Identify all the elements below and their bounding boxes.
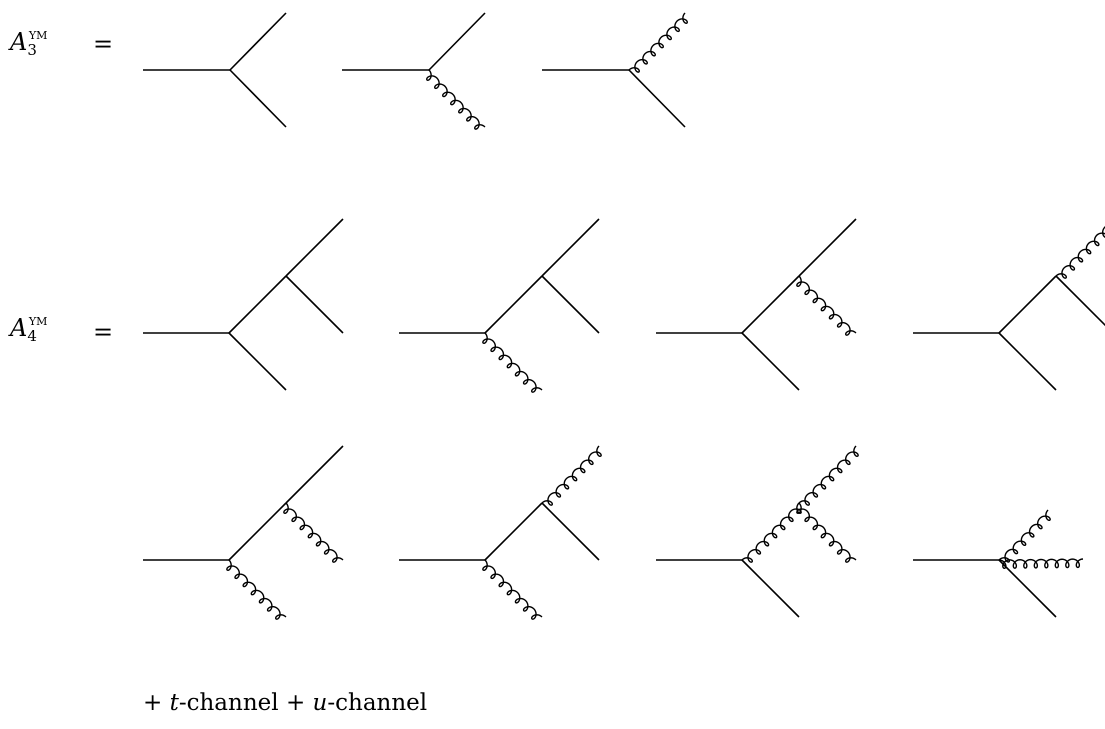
feynman-diagram bbox=[143, 218, 344, 391]
amplitude-subscript: 4 bbox=[27, 327, 37, 345]
scalar-line bbox=[428, 12, 486, 71]
t-channel-label: -channel bbox=[178, 690, 279, 716]
gluon-line bbox=[1055, 226, 1105, 279]
gluon-line bbox=[482, 559, 543, 620]
scalar-line bbox=[228, 502, 287, 561]
equation-label-a3: A3YM bbox=[10, 28, 47, 59]
scalar-line bbox=[229, 12, 287, 71]
feynman-diagram bbox=[342, 12, 486, 130]
scalar-line bbox=[484, 275, 543, 334]
plus-sign: + bbox=[285, 690, 306, 716]
gluon-line bbox=[426, 69, 486, 130]
scalar-line bbox=[541, 275, 600, 334]
scalar-line bbox=[285, 445, 344, 504]
scalar-line bbox=[229, 69, 287, 128]
amplitude-subscript: 3 bbox=[27, 41, 37, 59]
gluon-line bbox=[998, 509, 1051, 563]
gluon-line bbox=[796, 275, 857, 336]
scalar-line bbox=[484, 502, 543, 561]
amplitude-superscript: YM bbox=[28, 29, 48, 42]
gluon-line bbox=[541, 445, 602, 506]
scalar-line bbox=[285, 218, 344, 277]
feynman-diagram bbox=[656, 445, 859, 618]
equation-label-a4: A4YM bbox=[10, 314, 47, 345]
scalar-line bbox=[628, 69, 686, 128]
scalar-line bbox=[998, 275, 1057, 334]
amplitude-superscript: YM bbox=[28, 315, 48, 328]
scalar-line bbox=[798, 218, 857, 277]
gluon-line bbox=[741, 502, 802, 563]
feynman-diagram bbox=[143, 445, 344, 620]
footer-channels: + t-channel + u-channel bbox=[143, 690, 427, 716]
scalar-line bbox=[228, 332, 287, 391]
gluon-line bbox=[798, 445, 859, 506]
scalar-line bbox=[1055, 275, 1105, 327]
equals-sign: = bbox=[93, 30, 114, 58]
feynman-diagram bbox=[143, 12, 287, 128]
feynman-diagram bbox=[542, 12, 688, 128]
gluon-line bbox=[283, 502, 344, 563]
scalar-line bbox=[741, 332, 800, 391]
gluon-line bbox=[796, 502, 857, 563]
scalar-line bbox=[998, 332, 1057, 391]
feynman-diagram bbox=[399, 218, 600, 393]
scalar-line bbox=[541, 218, 600, 277]
scalar-line bbox=[741, 559, 800, 618]
gluon-line bbox=[998, 558, 1084, 570]
feynman-diagram bbox=[656, 218, 857, 391]
scalar-line bbox=[228, 275, 287, 334]
gluon-line bbox=[628, 12, 688, 73]
scalar-line bbox=[998, 559, 1057, 618]
scalar-line bbox=[285, 275, 344, 334]
u-channel-label: -channel bbox=[327, 690, 428, 716]
scalar-line bbox=[541, 502, 600, 561]
amplitude-symbol: A bbox=[10, 28, 28, 56]
feynman-diagram bbox=[399, 445, 602, 620]
feynman-diagram bbox=[913, 509, 1084, 618]
gluon-line bbox=[226, 559, 287, 620]
amplitude-symbol: A bbox=[10, 314, 28, 342]
plus-sign: + bbox=[143, 690, 163, 716]
feynman-diagram bbox=[913, 226, 1105, 391]
equals-sign: = bbox=[93, 318, 114, 346]
u-variable: u bbox=[312, 690, 328, 716]
t-variable: t bbox=[169, 690, 179, 716]
scalar-line bbox=[741, 275, 800, 334]
gluon-line bbox=[482, 332, 543, 393]
